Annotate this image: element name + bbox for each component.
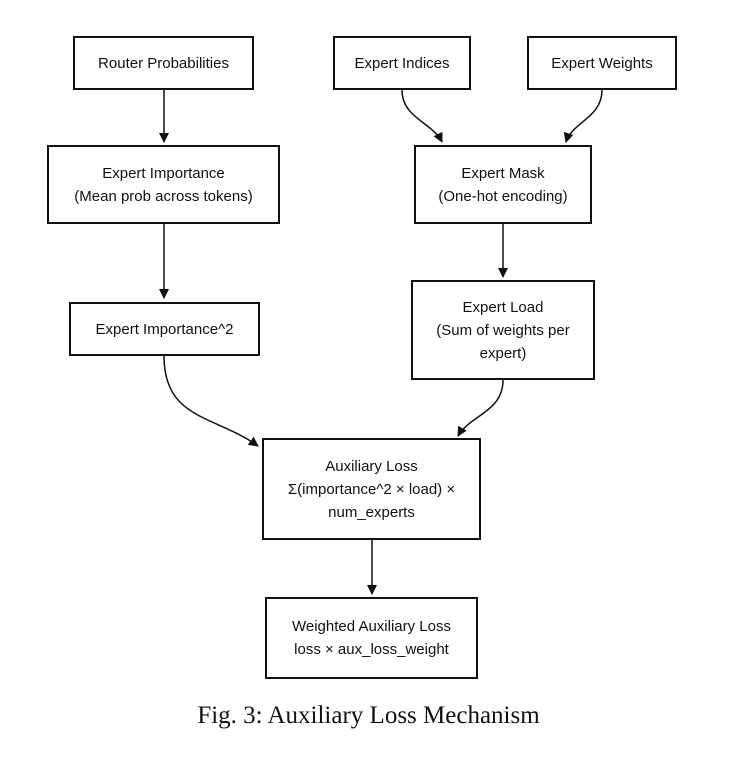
figure-caption: Fig. 3: Auxiliary Loss Mechanism (197, 702, 540, 729)
node-auxiliary-loss: Auxiliary Loss Σ(importance^2 × load) × … (262, 438, 481, 540)
node-expert-mask: Expert Mask (One-hot encoding) (414, 145, 592, 224)
node-expert-weights: Expert Weights (527, 36, 677, 90)
node-sublabel: (One-hot encoding) (438, 187, 568, 205)
node-expert-importance-squared: Expert Importance^2 (69, 302, 260, 356)
node-weighted-auxiliary-loss: Weighted Auxiliary Loss loss × aux_loss_… (265, 597, 478, 679)
edge-indices-to-mask (401, 89, 443, 143)
node-router-probabilities: Router Probabilities (73, 36, 254, 90)
node-label: Weighted Auxiliary Loss (292, 618, 451, 635)
node-label: Expert Indices (354, 54, 450, 72)
node-label: Router Probabilities (98, 54, 229, 72)
edge-weights-to-mask (563, 89, 603, 143)
node-expert-importance: Expert Importance (Mean prob across toke… (47, 145, 280, 224)
node-formula: loss × aux_loss_weight (294, 641, 449, 658)
node-sublabel: (Mean prob across tokens) (74, 187, 253, 205)
node-expert-indices: Expert Indices (333, 36, 471, 90)
node-label: Expert Load (462, 298, 544, 316)
edge-load-to-aux (457, 379, 504, 437)
node-label: Auxiliary Loss (325, 457, 418, 475)
node-sublabel-cont: expert) (479, 344, 527, 362)
node-label: Expert Mask (461, 164, 545, 182)
node-label: Expert Importance (102, 164, 225, 182)
node-sublabel: (Sum of weights per (436, 321, 570, 339)
node-formula-cont: num_experts (328, 503, 415, 521)
node-label: Expert Importance^2 (95, 320, 234, 338)
edge-importance-sq-to-aux (163, 355, 259, 447)
node-formula: Σ(importance^2 × load) × (287, 480, 456, 498)
node-label: Expert Weights (551, 54, 653, 72)
node-expert-load: Expert Load (Sum of weights per expert) (411, 280, 595, 380)
